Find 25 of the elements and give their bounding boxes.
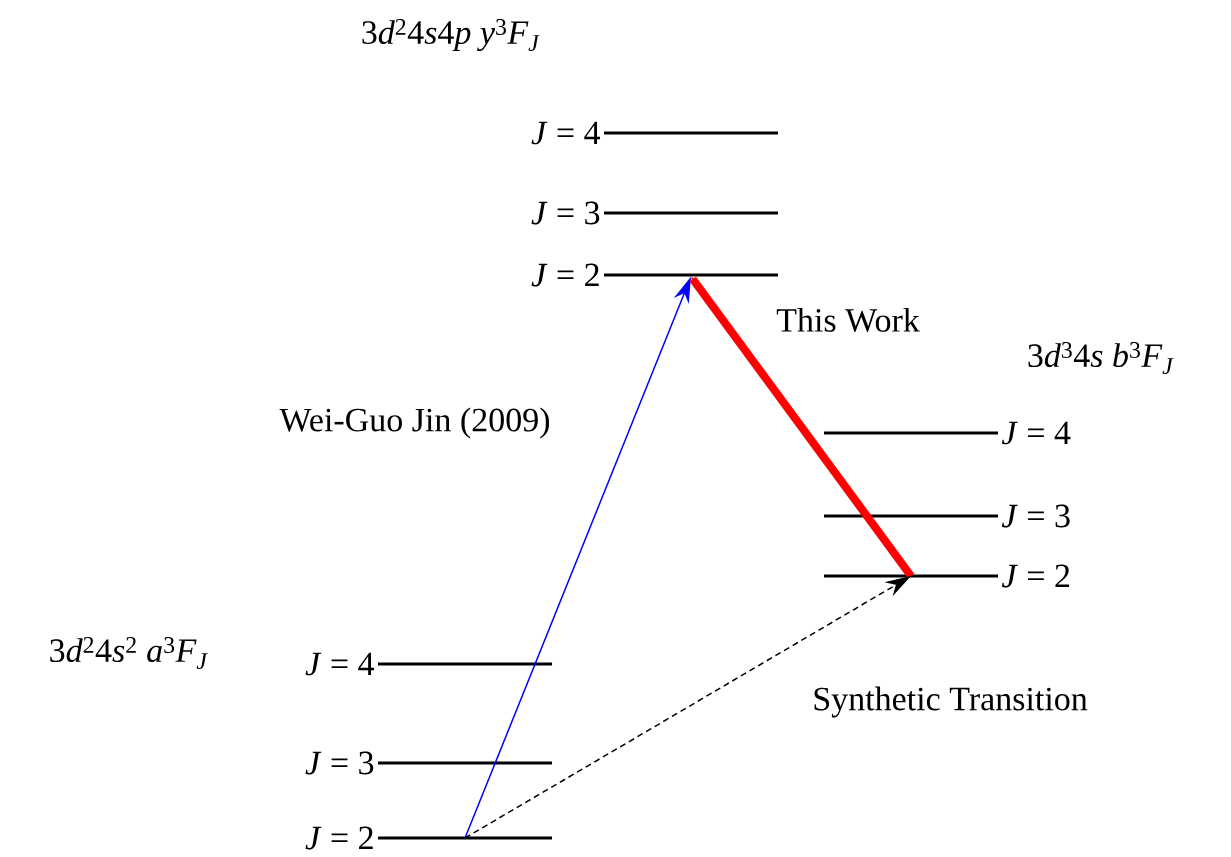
energy-level: J = 3 [531, 201, 778, 225]
energy-level: J = 2 [305, 826, 552, 850]
energy-level: J = 3 [305, 751, 552, 775]
term-label: $3d^2 4s^2\ a^3F_J$ [50, 637, 208, 670]
node-label: J = 4 [1001, 421, 1071, 445]
edge-label: Wei-Guo Jin (2009) [279, 407, 550, 439]
node-label: J = 4 [305, 652, 375, 676]
energy-level: J = 2 [824, 564, 1070, 588]
node-label: J = 3 [1001, 504, 1070, 528]
energy-level: J = 4 [305, 652, 552, 676]
energy-level: J = 2 [531, 263, 778, 287]
energy-level: J = 4 [824, 421, 1071, 445]
node-label: J = 2 [305, 826, 373, 850]
node-label: J = 2 [531, 263, 599, 287]
node-label: J = 4 [531, 121, 601, 145]
energy-level: J = 4 [531, 121, 778, 145]
term-label: $3d^3 4s\ b^3F_J$ [1028, 342, 1174, 375]
edge-label: This Work [776, 307, 920, 333]
edge-label: Synthetic Transition [814, 686, 1088, 718]
node-label: J = 3 [531, 201, 600, 225]
term-label: $3d^2 4s4p\ y^3F_J$ [362, 18, 540, 52]
node-label: J = 2 [1001, 564, 1070, 588]
arrow [689, 276, 915, 579]
node-label: J = 3 [305, 751, 374, 775]
energy-level: J = 3 [824, 504, 1070, 528]
